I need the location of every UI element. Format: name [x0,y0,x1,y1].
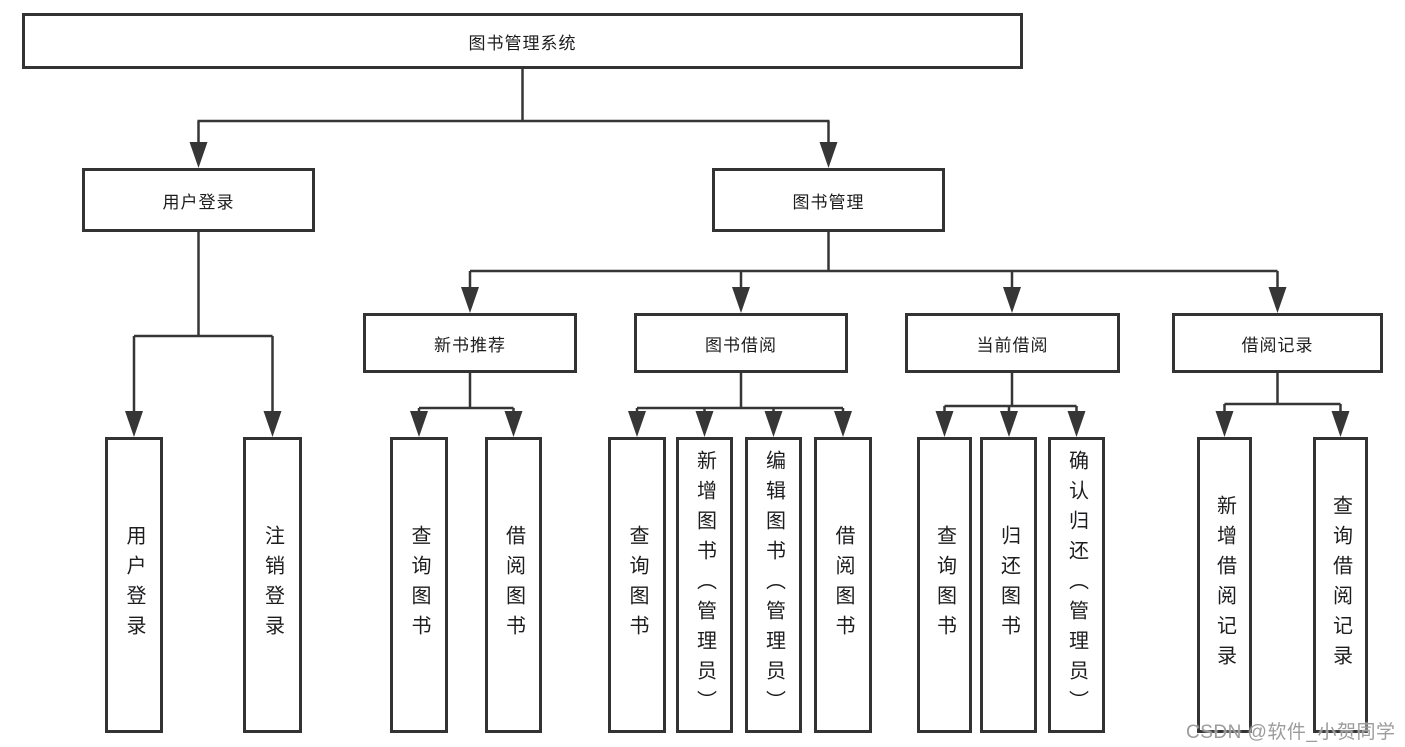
leaf-current-confirm-return-admin: 确认归还（管理员） [1048,437,1105,733]
node-new-book-recommend: 新书推荐 [363,313,577,373]
node-root: 图书管理系统 [22,13,1023,69]
leaf-newbooks-query-books: 查询图书 [390,437,448,733]
node-borrow-records: 借阅记录 [1172,313,1383,373]
leaf-borrowing-add-books-admin: 新增图书（管理员） [676,437,733,733]
leaf-records-add-record: 新增借阅记录 [1197,437,1252,733]
node-user-login: 用户登录 [82,168,315,232]
leaf-newbooks-borrow-books: 借阅图书 [485,437,542,733]
node-current-borrowing: 当前借阅 [905,313,1120,373]
leaf-user-login: 用户登录 [105,437,163,733]
leaf-current-return-books: 归还图书 [980,437,1037,733]
watermark: CSDN @软件_小贺同学 [1186,722,1396,743]
leaf-borrowing-edit-books-admin: 编辑图书（管理员） [745,437,802,733]
node-book-management: 图书管理 [712,168,945,232]
leaf-records-query-record: 查询借阅记录 [1313,437,1368,733]
leaf-borrowing-query-books: 查询图书 [608,437,666,733]
tree-edges [132,69,1342,432]
node-book-borrowing: 图书借阅 [634,313,848,373]
leaf-current-query-books: 查询图书 [917,437,972,733]
leaf-borrowing-borrow-books: 借阅图书 [814,437,872,733]
leaf-logout: 注销登录 [243,437,302,733]
